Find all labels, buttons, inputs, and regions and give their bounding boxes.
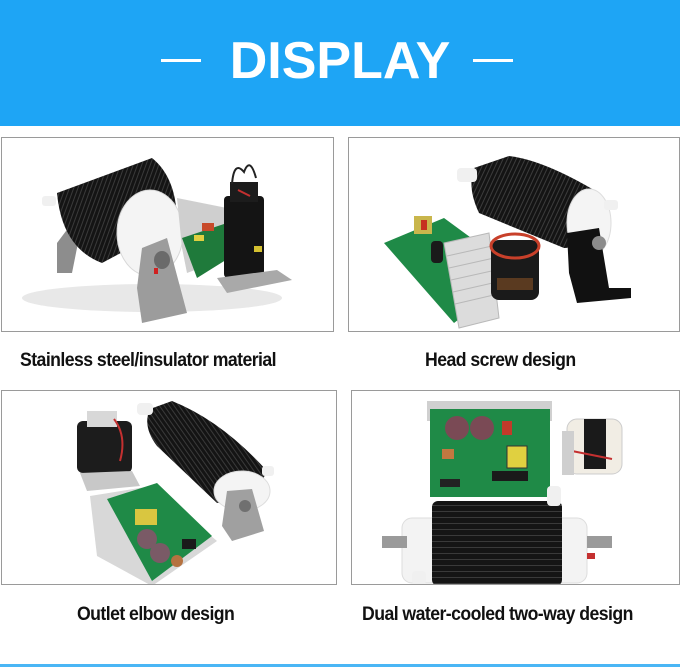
left-dash-decoration	[161, 59, 201, 62]
header-title: DISPLAY	[229, 32, 451, 90]
product-image-head-screw	[348, 137, 680, 332]
ozone-generator-illustration	[77, 401, 274, 584]
caption-outlet-elbow: Outlet elbow design	[77, 604, 235, 625]
product-image-outlet-elbow	[1, 390, 337, 585]
ozone-generator-illustration	[382, 401, 623, 584]
product-image-dual-water-cooled	[351, 390, 680, 585]
caption-dual-water-cooled: Dual water-cooled two-way design	[362, 604, 633, 625]
caption-head-screw: Head screw design	[425, 350, 576, 371]
display-header-banner: DISPLAY	[0, 0, 680, 126]
right-dash-decoration	[473, 59, 513, 62]
product-image-stainless-steel	[1, 137, 334, 332]
bottom-accent-line	[0, 664, 680, 667]
ozone-generator-illustration	[22, 158, 292, 323]
ozone-generator-illustration	[384, 156, 631, 329]
caption-stainless-steel: Stainless steel/insulator material	[20, 350, 277, 371]
